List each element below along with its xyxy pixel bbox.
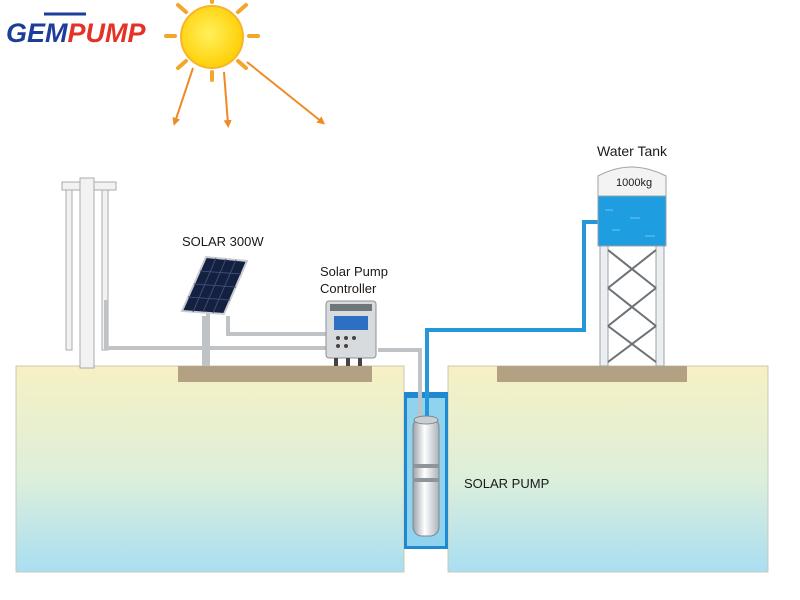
label-solar-panel: SOLAR 300W [182,234,264,249]
electrical-wiring [104,300,422,420]
logo-text-pump: PUMP [68,18,147,48]
svg-text:GEMPUMP: GEMPUMP [6,18,147,48]
ground-right [447,365,769,573]
water-tank-icon [597,166,667,367]
controller-icon [325,300,377,366]
label-solar-pump: SOLAR PUMP [464,476,549,491]
label-controller-line1: Solar Pump [320,264,388,279]
pole-icon [61,177,117,369]
brand-logo: GEMPUMP [6,12,147,48]
ground [15,365,769,573]
ground-left [15,365,405,573]
foundation-pad-left [178,366,372,382]
sun-icon [164,0,260,82]
label-tank-capacity: 1000kg [616,177,652,189]
label-controller-line2: Controller [320,281,377,296]
label-water-tank: Water Tank [597,143,668,159]
sunbeam-arrow-icon [172,61,326,128]
logo-text-gem: GEM [6,18,68,48]
water-pipe [425,220,598,422]
pump-icon [412,415,440,537]
solar-panel-icon [180,255,249,366]
foundation-pad-right [497,366,687,382]
